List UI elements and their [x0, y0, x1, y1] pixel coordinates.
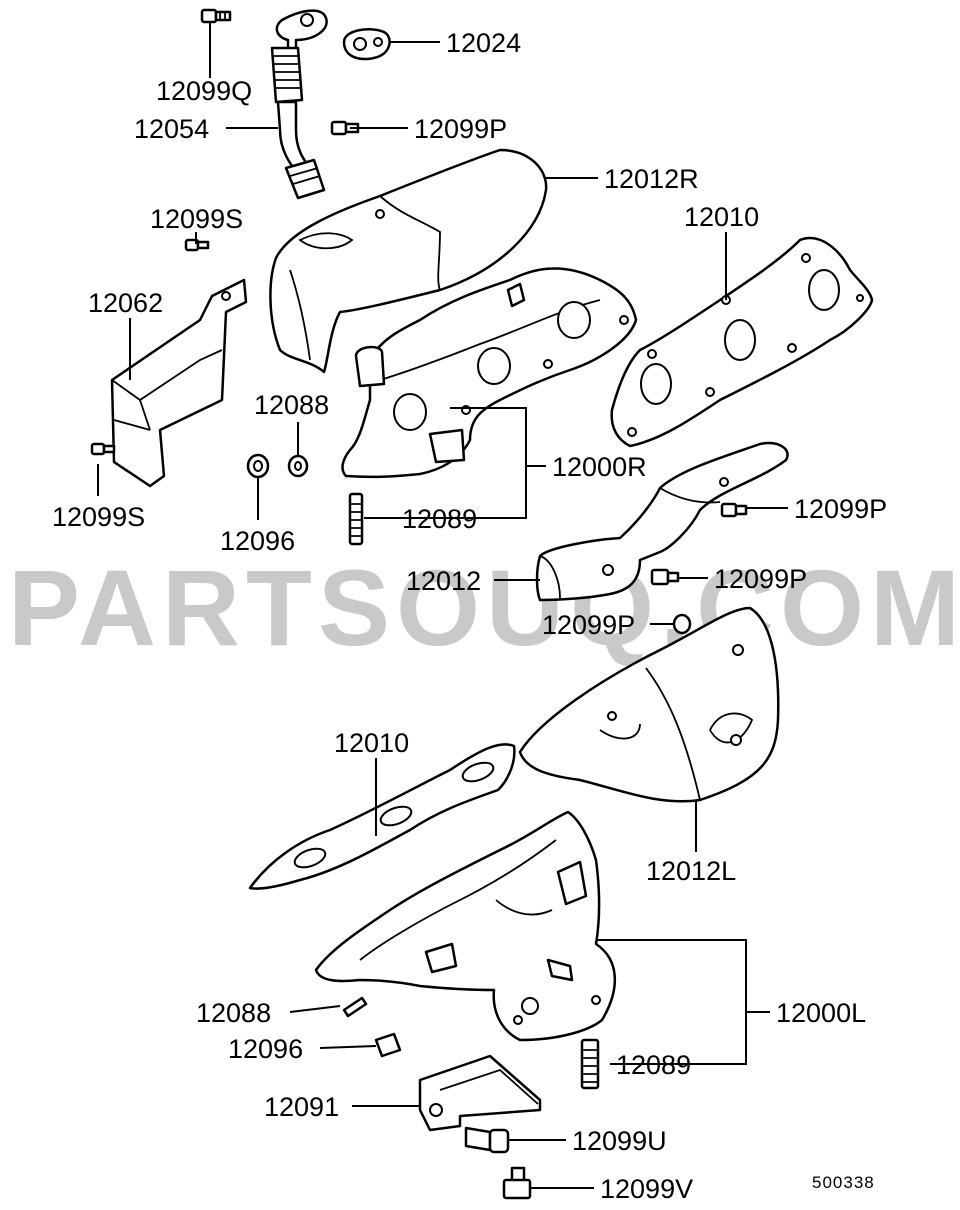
nut-12096-bottom[interactable]	[374, 1032, 402, 1058]
bolt-12099P-right[interactable]	[720, 502, 748, 518]
callout-12089-top[interactable]: 12089	[402, 504, 477, 534]
callout-12054[interactable]: 12054	[134, 114, 209, 144]
callout-12096-bottom[interactable]: 12096	[228, 1034, 303, 1064]
washer-12088-bottom[interactable]	[342, 996, 368, 1018]
callout-12012[interactable]: 12012	[406, 566, 481, 596]
washer-12088-top[interactable]	[287, 454, 309, 478]
nut-12096-top[interactable]	[246, 453, 270, 479]
watermark: PARTSOUQ.COM	[8, 547, 960, 668]
callout-12012R[interactable]: 12012R	[604, 164, 699, 194]
gasket-12010-top[interactable]	[610, 237, 874, 448]
bolt-12099Q[interactable]	[200, 8, 232, 24]
callout-12099S-bottom[interactable]: 12099S	[52, 502, 145, 532]
callout-12099P-mid[interactable]: 12099P	[714, 564, 807, 594]
heat-shield-12012[interactable]	[535, 441, 789, 602]
nut-12099P-left[interactable]	[672, 613, 692, 635]
callout-12012L[interactable]: 12012L	[646, 856, 736, 886]
callout-12010-bottom[interactable]: 12010	[334, 728, 409, 758]
callout-12099V[interactable]: 12099V	[600, 1174, 693, 1204]
callout-12088-bottom[interactable]: 12088	[196, 998, 271, 1028]
heat-shield-12012R[interactable]	[269, 148, 548, 374]
callout-12010-top[interactable]: 12010	[684, 202, 759, 232]
callout-12099P-right[interactable]: 12099P	[794, 494, 887, 524]
callout-12000R[interactable]: 12000R	[552, 452, 647, 482]
callout-12099Q[interactable]: 12099Q	[156, 76, 252, 106]
gasket-12010-bottom[interactable]	[248, 743, 516, 890]
exhaust-manifold-12000R[interactable]	[341, 267, 638, 479]
gasket-12024[interactable]	[342, 28, 391, 61]
callout-labels: 12099Q 12024 12054 12099P 12012R 12099S …	[52, 28, 887, 1204]
callout-12088-top[interactable]: 12088	[254, 390, 329, 420]
callout-12062[interactable]: 12062	[88, 288, 163, 318]
bolt-12099V[interactable]	[502, 1166, 532, 1200]
callout-12099P-left[interactable]: 12099P	[542, 610, 635, 640]
callout-12091[interactable]: 12091	[264, 1092, 339, 1122]
stud-12089-bottom[interactable]	[580, 1038, 600, 1090]
bracket-12062[interactable]	[110, 278, 248, 488]
exhaust-manifold-12000L[interactable]	[314, 810, 616, 1042]
bolt-12099S-bottom[interactable]	[90, 442, 116, 456]
callout-12000L[interactable]: 12000L	[776, 998, 866, 1028]
bolt-12099U[interactable]	[464, 1126, 510, 1154]
diagram-id: 500338	[812, 1173, 875, 1192]
bracket-12091[interactable]	[418, 1054, 542, 1132]
leader-lines	[97, 22, 788, 1189]
callout-12089-bottom[interactable]: 12089	[616, 1050, 691, 1080]
callout-12099S-top[interactable]: 12099S	[150, 204, 243, 234]
heat-shield-12012L[interactable]	[518, 606, 780, 803]
callout-12099U[interactable]: 12099U	[572, 1126, 667, 1156]
oil-pipe-12054[interactable]	[270, 9, 328, 200]
callout-12096-top[interactable]: 12096	[220, 526, 295, 556]
callout-12099P-top[interactable]: 12099P	[414, 114, 507, 144]
bolt-12099P-mid[interactable]	[650, 568, 680, 586]
callout-12024[interactable]: 12024	[446, 28, 521, 58]
stud-12089-top[interactable]	[348, 492, 364, 546]
